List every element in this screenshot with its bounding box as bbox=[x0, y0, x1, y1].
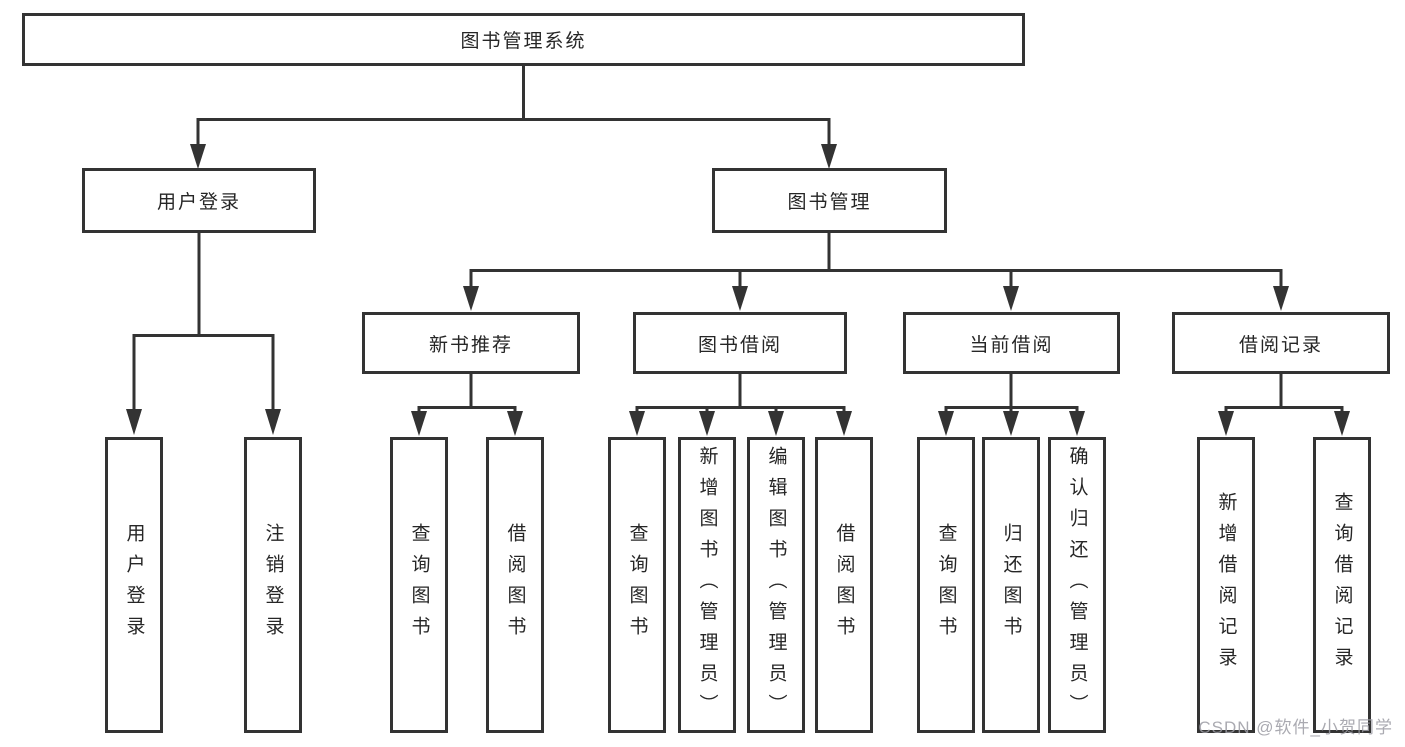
node-new-book-recommend: 新书推荐 bbox=[362, 312, 580, 374]
leaf-logout: 注销登录 bbox=[244, 437, 302, 733]
node-current-borrowing: 当前借阅 bbox=[903, 312, 1120, 374]
node-book-management: 图书管理 bbox=[712, 168, 947, 233]
leaf-borrow-books-recommend: 借阅图书 bbox=[486, 437, 544, 733]
leaf-query-books-recommend: 查询图书 bbox=[390, 437, 448, 733]
leaf-return-books: 归还图书 bbox=[982, 437, 1040, 733]
csdn-watermark: CSDN @软件_小贺同学 bbox=[1198, 718, 1393, 737]
leaf-edit-books-admin: 编辑图书（管理员） bbox=[747, 437, 805, 733]
arrowhead-icons bbox=[126, 144, 1350, 436]
leaf-query-books-current: 查询图书 bbox=[917, 437, 975, 733]
leaf-confirm-return-admin: 确认归还（管理员） bbox=[1048, 437, 1106, 733]
leaf-add-books-admin: 新增图书（管理员） bbox=[678, 437, 736, 733]
leaf-add-borrow-record: 新增借阅记录 bbox=[1197, 437, 1255, 733]
leaf-query-borrow-record: 查询借阅记录 bbox=[1313, 437, 1371, 733]
leaf-user-login: 用户登录 bbox=[105, 437, 163, 733]
node-borrowing-records: 借阅记录 bbox=[1172, 312, 1390, 374]
node-book-borrowing: 图书借阅 bbox=[633, 312, 847, 374]
leaf-query-books-borrowing: 查询图书 bbox=[608, 437, 666, 733]
node-user-login: 用户登录 bbox=[82, 168, 316, 233]
leaf-borrow-books: 借阅图书 bbox=[815, 437, 873, 733]
node-library-management-system: 图书管理系统 bbox=[22, 13, 1025, 66]
